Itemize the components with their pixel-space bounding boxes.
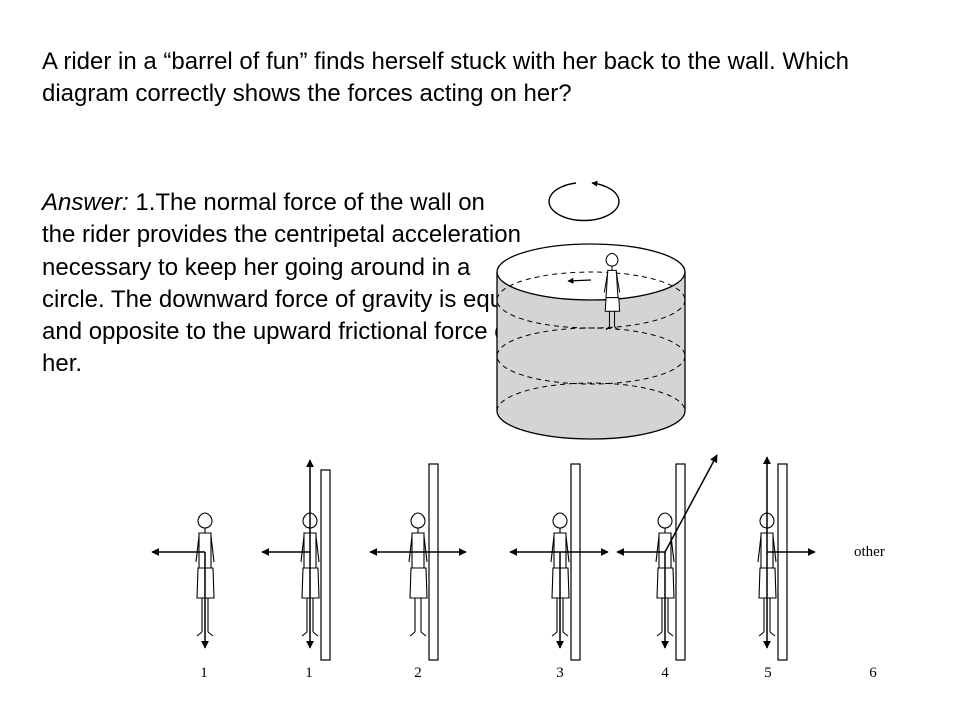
other-label: other [854, 544, 885, 560]
force-diagram-5 [616, 454, 718, 661]
wall-icon [777, 463, 788, 661]
diagram-label-1a: 1 [200, 665, 208, 681]
diagram-label-5: 5 [764, 665, 772, 681]
rider-figure-icon [408, 512, 428, 637]
force-diagram-4 [509, 463, 609, 661]
answer-body: 1.The normal force of the wall on the ri… [42, 189, 522, 378]
diagram-label-4: 4 [661, 665, 669, 681]
wall-icon [570, 463, 581, 661]
force-diagram-2 [261, 459, 331, 661]
rotation-arrow-icon [548, 180, 620, 222]
force-diagram-3 [369, 463, 467, 661]
rider-figure-icon [550, 512, 570, 637]
answer-label: Answer: [42, 189, 129, 216]
rider-in-barrel-icon [603, 252, 621, 331]
diagram-labels: 1 1 2 3 4 5 6 other [200, 544, 885, 681]
force-diagram-1 [151, 512, 215, 649]
diagram-label-1b: 1 [305, 665, 313, 681]
barrel-icon [496, 243, 686, 440]
diagram-label-6: 6 [869, 665, 877, 681]
diagram-label-3: 3 [556, 665, 564, 681]
force-arrow [664, 454, 718, 553]
force-diagrams [151, 454, 816, 661]
wall-icon [428, 463, 439, 661]
diagram-label-2: 2 [414, 665, 422, 681]
wall-icon [320, 469, 331, 661]
answer-text: Answer: 1.The normal force of the wall o… [42, 187, 522, 381]
question-text: A rider in a “barrel of fun” finds herse… [42, 48, 850, 107]
wall-icon [675, 463, 686, 661]
force-diagram-6 [757, 456, 816, 661]
